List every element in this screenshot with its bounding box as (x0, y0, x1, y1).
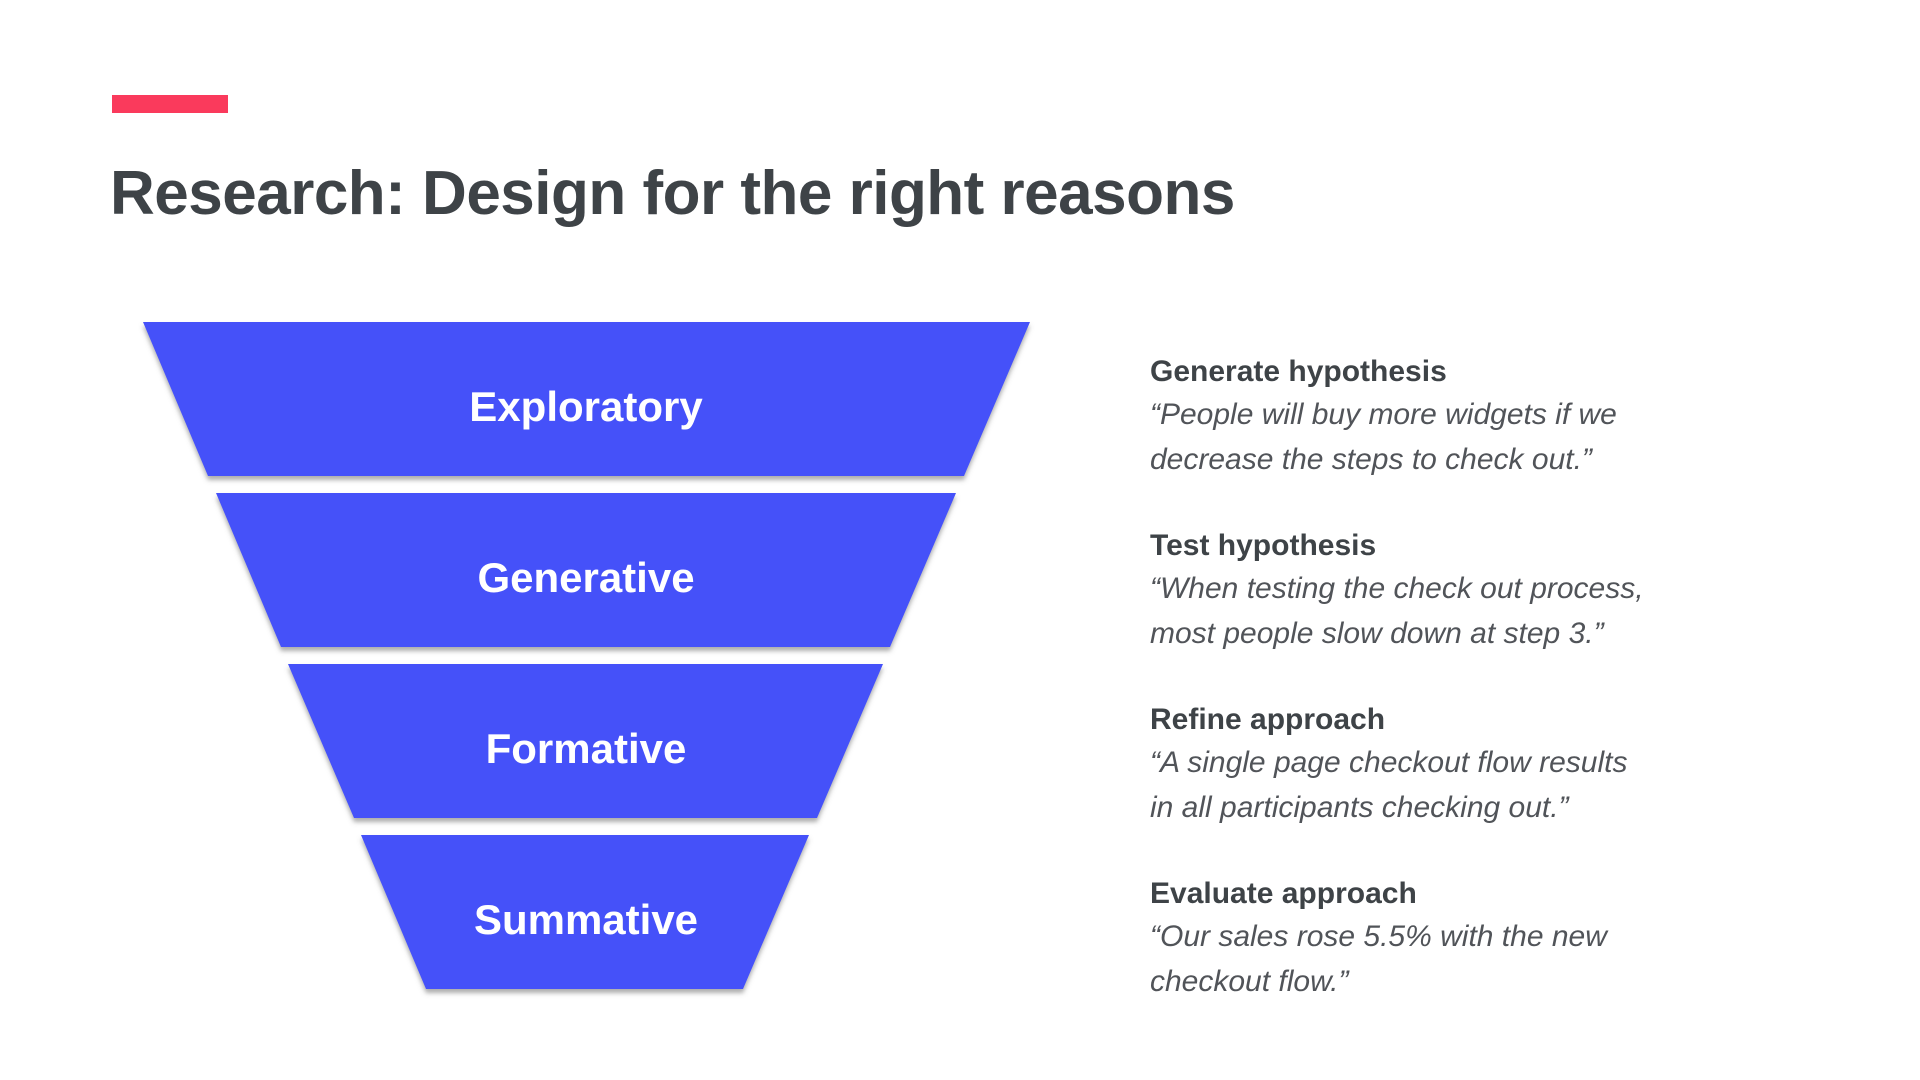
annotation-quote: “Our sales rose 5.5% with the new checko… (1150, 920, 1607, 998)
funnel-segment-generative: Generative (216, 493, 956, 647)
accent-bar (112, 95, 228, 113)
annotation-heading: Evaluate approach (1150, 877, 1417, 910)
funnel-segment-label: Summative (474, 896, 698, 943)
annotation-heading: Test hypothesis (1150, 529, 1377, 562)
annotation-block-generate-hypothesis: Generate hypothesis “People will buy mor… (1150, 352, 1750, 482)
annotation-column: Generate hypothesis “People will buy mor… (1150, 352, 1750, 1048)
annotation-heading: Generate hypothesis (1150, 355, 1447, 388)
annotation-block-test-hypothesis: Test hypothesis “When testing the check … (1150, 526, 1750, 656)
annotation-quote: “A single page checkout flow results in … (1150, 746, 1628, 824)
funnel-segment-formative: Formative (288, 664, 883, 818)
funnel-segment-shape (143, 322, 1030, 476)
funnel-segment-shape (361, 835, 809, 989)
annotation-heading: Refine approach (1150, 703, 1386, 736)
annotation-quote: “People will buy more widgets if we decr… (1150, 398, 1617, 476)
funnel-segment-exploratory: Exploratory (143, 322, 1030, 476)
annotation-quote: “When testing the check out process, mos… (1150, 572, 1644, 650)
annotation-block-refine-approach: Refine approach “A single page checkout … (1150, 700, 1750, 830)
funnel-segment-summative: Summative (361, 835, 809, 989)
funnel-segment-label: Generative (477, 554, 694, 601)
funnel-segment-shape (288, 664, 883, 818)
funnel-segment-label: Exploratory (469, 383, 703, 430)
funnel-segment-label: Formative (486, 725, 687, 772)
funnel-segment-shape (216, 493, 956, 647)
page-title: Research: Design for the right reasons (110, 159, 1235, 228)
annotation-block-evaluate-approach: Evaluate approach “Our sales rose 5.5% w… (1150, 874, 1750, 1004)
funnel-diagram: Exploratory Generative Formative Summati… (143, 322, 1030, 989)
